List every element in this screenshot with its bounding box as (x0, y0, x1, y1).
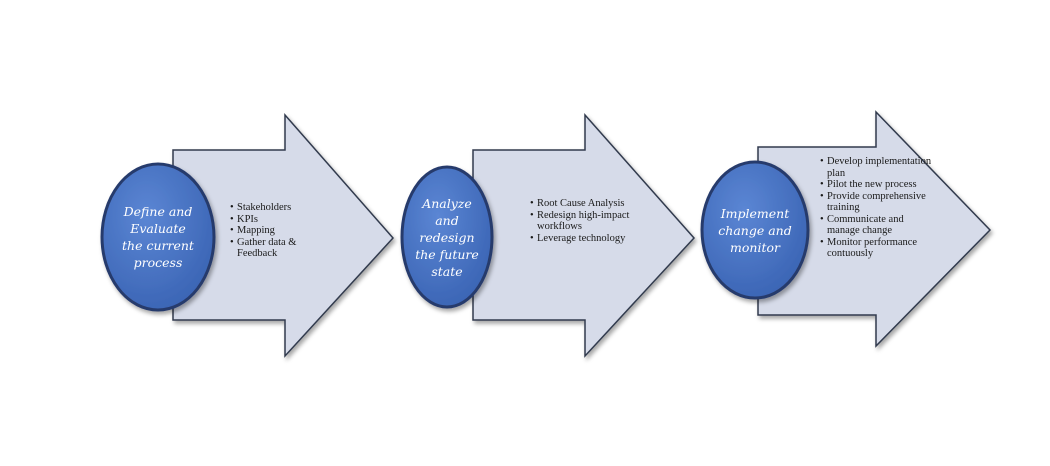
list-item: Develop implementation plan (820, 156, 935, 179)
step-2-title: Analyze and redesign the future state (415, 195, 479, 279)
step-1-list: Stakeholders KPIs Mapping Gather data & … (230, 202, 320, 260)
step-3-list: Develop implementation plan Pilot the ne… (820, 156, 935, 260)
list-item: Leverage technology (530, 233, 630, 245)
list-item: Redesign high-impact workflows (530, 210, 630, 233)
list-item: Gather data & Feedback (230, 237, 320, 260)
list-item: Stakeholders (230, 202, 320, 214)
list-item: Communicate and manage change (820, 214, 935, 237)
step-1-oval (100, 162, 216, 312)
list-item: Monitor performance contuously (820, 237, 935, 260)
step-3-oval (700, 160, 810, 300)
step-3-title: Implement change and monitor (718, 205, 792, 255)
step-2-list: Root Cause Analysis Redesign high-impact… (530, 198, 630, 244)
list-item: Root Cause Analysis (530, 198, 630, 210)
step-1-title: Define and Evaluate the current process (122, 204, 194, 270)
list-item: Pilot the new process (820, 179, 935, 191)
step-2-oval (400, 165, 494, 309)
list-item: KPIs (230, 214, 320, 226)
list-item: Provide comprehensive training (820, 191, 935, 214)
list-item: Mapping (230, 225, 320, 237)
